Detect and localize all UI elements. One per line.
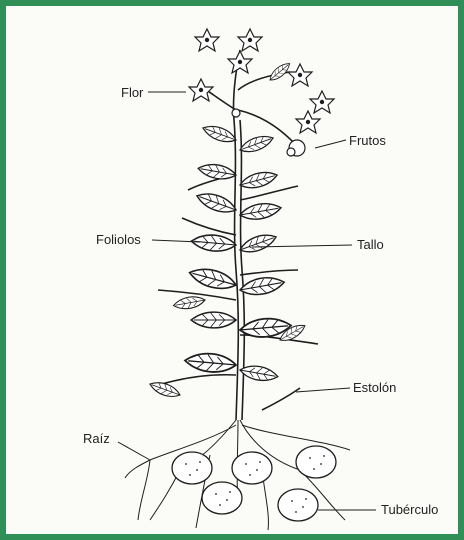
label-raiz: Raíz — [83, 432, 110, 445]
leaves — [148, 60, 307, 400]
label-frutos: Frutos — [349, 134, 386, 147]
label-tallo: Tallo — [357, 238, 384, 251]
stem — [158, 50, 318, 420]
flowers — [189, 29, 334, 133]
label-tuberculo: Tubérculo — [381, 503, 438, 516]
label-estolon: Estolón — [353, 381, 396, 394]
label-foliolos: Foliolos — [96, 233, 141, 246]
label-flor: Flor — [121, 86, 143, 99]
leader-lines — [118, 92, 376, 510]
tubers — [172, 446, 336, 521]
